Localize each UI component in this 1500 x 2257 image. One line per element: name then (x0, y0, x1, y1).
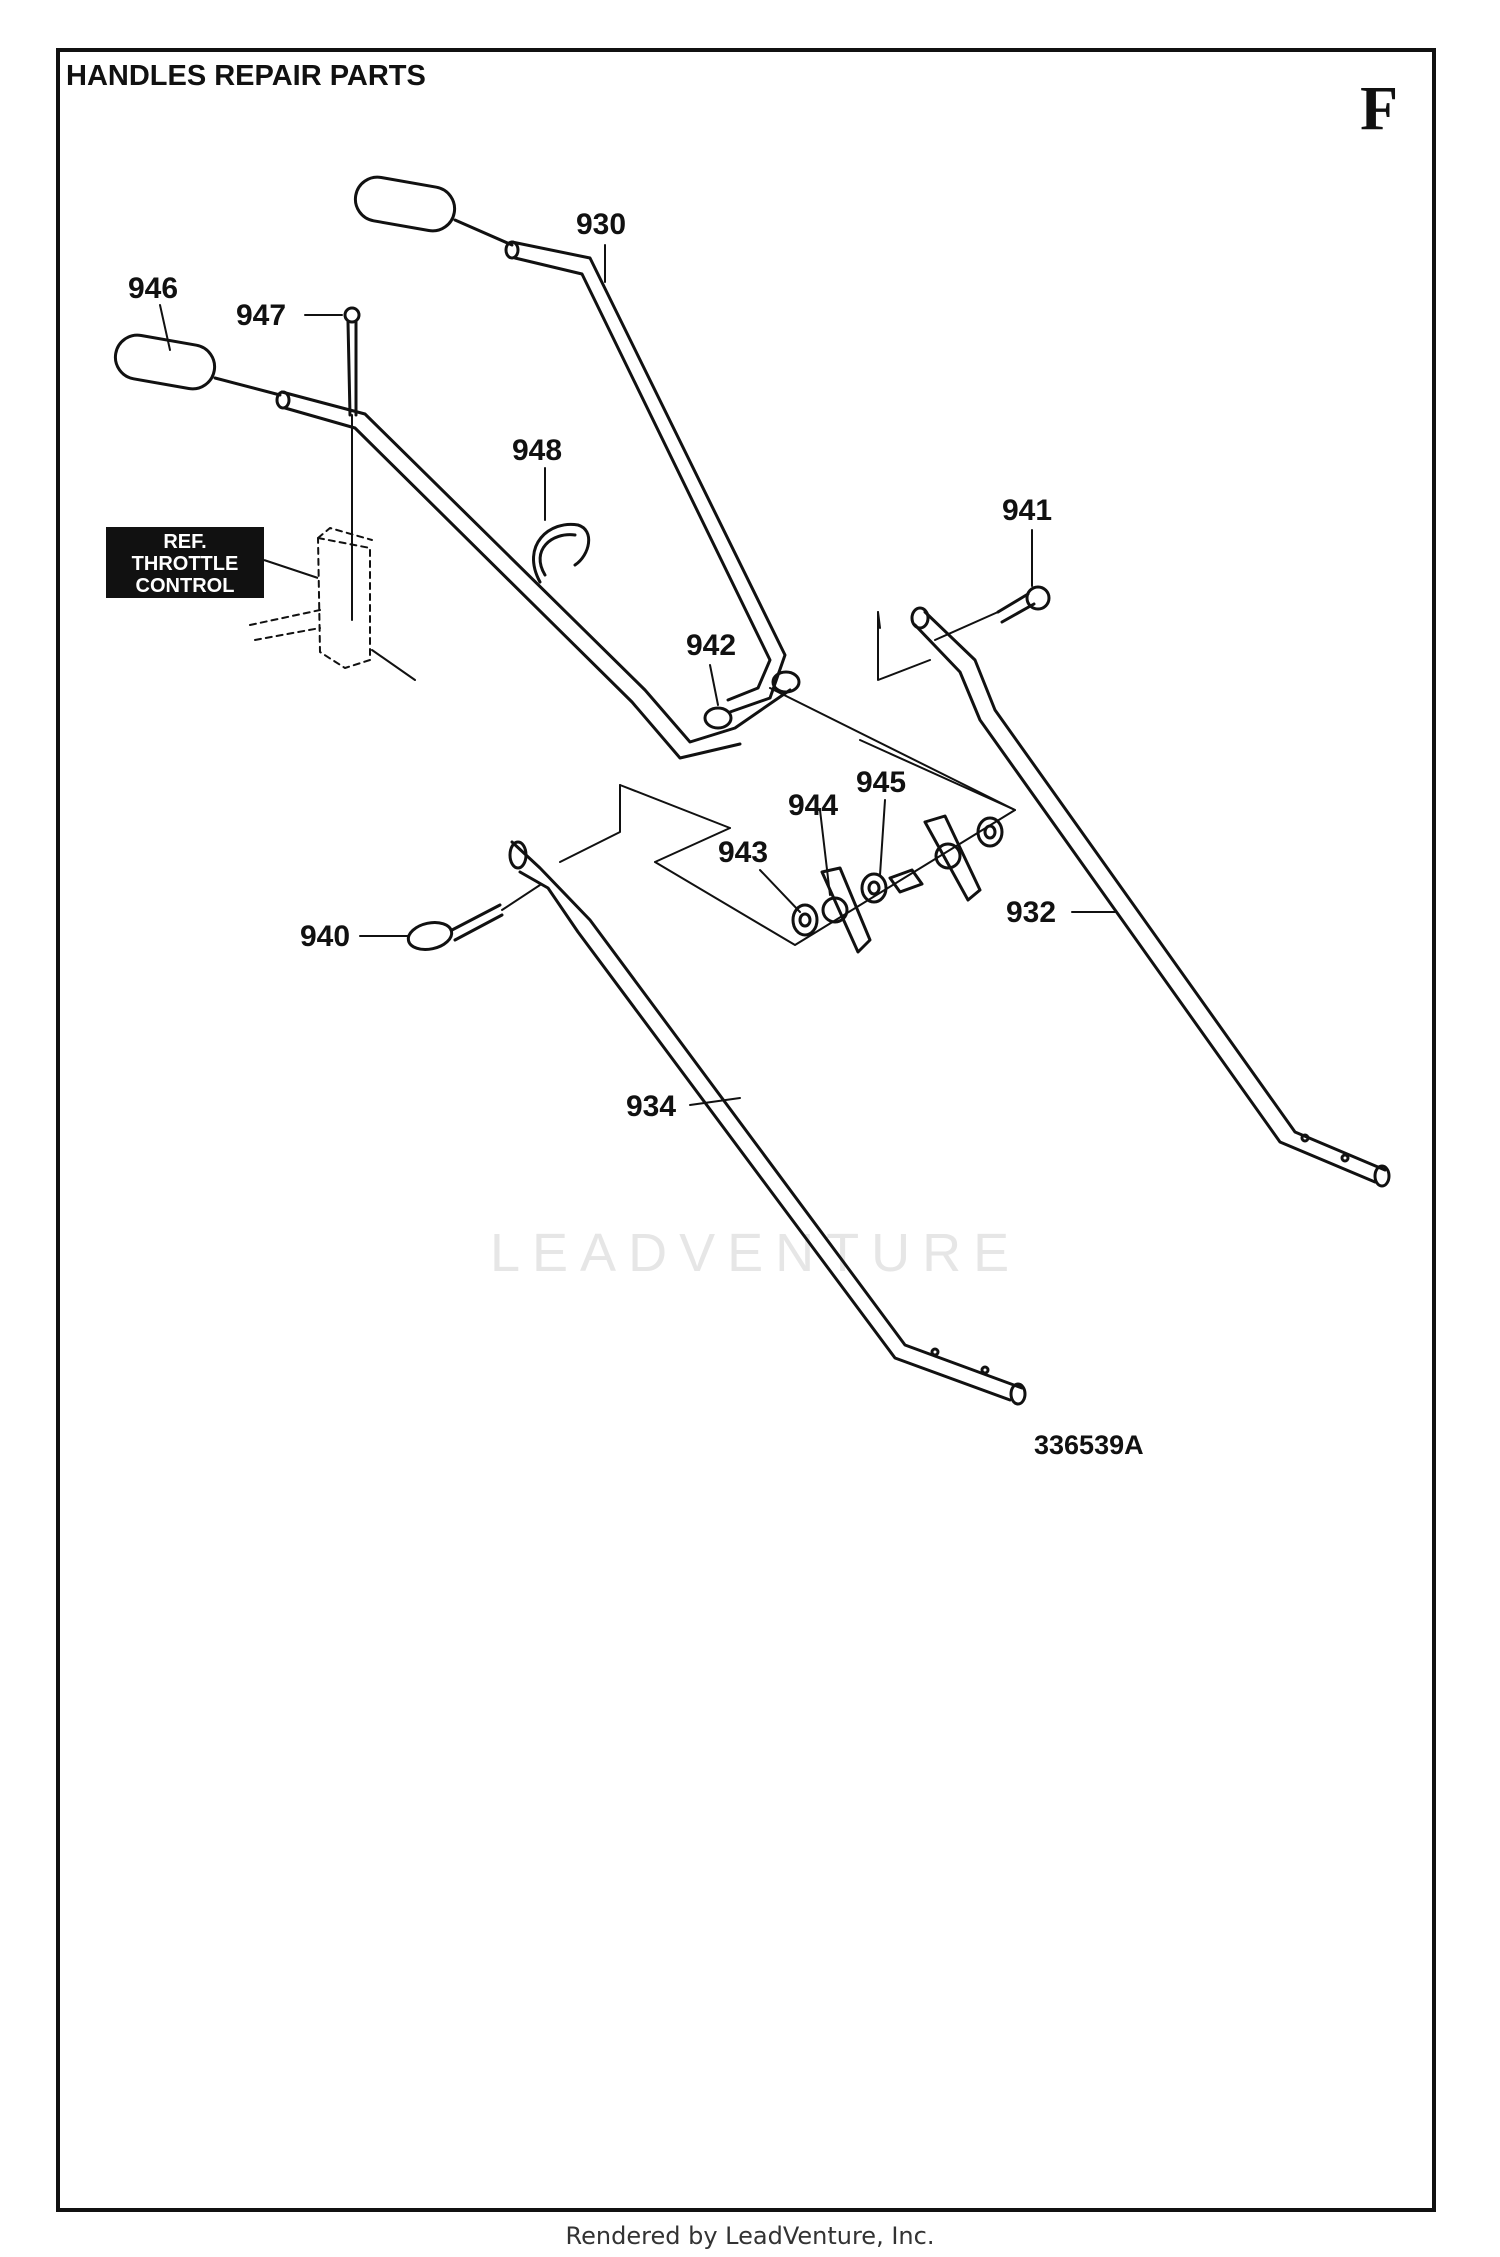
part-940-eyebolt (406, 884, 541, 952)
part-943-washer (791, 903, 819, 937)
callout-932: 932 (1006, 896, 1056, 929)
part-947-screw (343, 306, 361, 621)
part-942-washers (703, 670, 1016, 811)
callout-labels: 930 946 947 948 941 942 945 944 943 932 … (128, 208, 1056, 1123)
diagram-frame (56, 48, 1436, 2212)
ref-label-line3: CONTROL (136, 575, 235, 597)
part-930-upper-handle (504, 240, 787, 714)
callout-945: 945 (856, 766, 906, 799)
part-945-nut (860, 868, 924, 904)
part-946-grip-lower (113, 333, 282, 397)
part-934-left-handle (508, 840, 1027, 1406)
watermark: LEADVENTURE (490, 1223, 1022, 1283)
part-946-grip-upper (353, 175, 514, 247)
callout-947: 947 (236, 299, 286, 332)
ref-label-line1: REF. (163, 531, 206, 553)
throttle-spring (371, 649, 416, 681)
ref-label-line2: THROTTLE (132, 553, 239, 575)
part-941-bolt (934, 585, 1051, 641)
footer-credit: Rendered by LeadVenture, Inc. (565, 2222, 935, 2250)
callout-941: 941 (1002, 494, 1052, 527)
callout-946: 946 (128, 272, 178, 305)
leader-lines (159, 244, 1116, 1106)
callout-940: 940 (300, 920, 350, 953)
part-932-right-handle (910, 606, 1391, 1188)
callout-934: 934 (626, 1090, 676, 1123)
callout-930: 930 (576, 208, 626, 241)
part-944-knob (820, 866, 872, 954)
callout-948: 948 (512, 434, 562, 467)
drawing-number: 336539A (1034, 1430, 1144, 1460)
hardware-group-outline (559, 611, 1016, 946)
page-title: HANDLES REPAIR PARTS (66, 60, 426, 92)
section-letter: F (1360, 75, 1398, 143)
callout-944: 944 (788, 789, 838, 822)
callout-942: 942 (686, 629, 736, 662)
callout-943: 943 (718, 836, 768, 869)
throttle-control-ref (249, 527, 373, 669)
knob-second (923, 814, 1004, 902)
ref-throttle-label: REF. THROTTLE CONTROL (106, 527, 319, 598)
part-948-clip (532, 522, 590, 584)
